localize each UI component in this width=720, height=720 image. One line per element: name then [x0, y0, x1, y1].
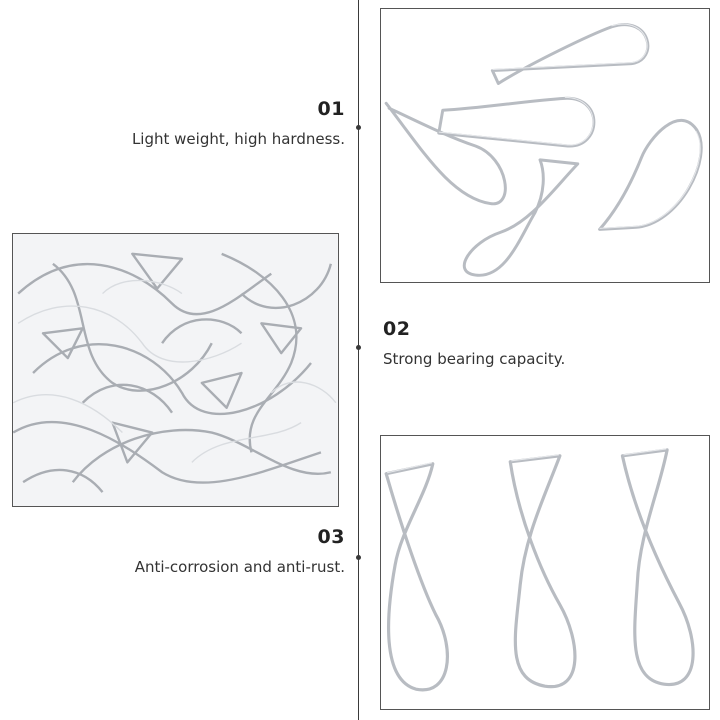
- timeline-line: [358, 0, 359, 720]
- three-clips-photo: [380, 435, 710, 710]
- timeline-dot-2: [356, 345, 361, 350]
- bulk-clips-photo: [12, 233, 339, 507]
- pile-of-clips-icon: [13, 234, 338, 506]
- scattered-clips-icon: [384, 23, 703, 277]
- feature-2-text: Strong bearing capacity.: [383, 350, 566, 368]
- three-clips-icon: [384, 448, 695, 692]
- feature-1-text: Light weight, high hardness.: [131, 130, 345, 148]
- timeline-dot-3: [356, 555, 361, 560]
- feature-3-text: Anti-corrosion and anti-rust.: [134, 558, 345, 576]
- feature-1-number: 01: [317, 98, 345, 120]
- timeline-dot-1: [356, 125, 361, 130]
- scattered-clips-photo: [380, 8, 710, 283]
- feature-3-number: 03: [317, 526, 345, 548]
- feature-2-number: 02: [383, 318, 411, 340]
